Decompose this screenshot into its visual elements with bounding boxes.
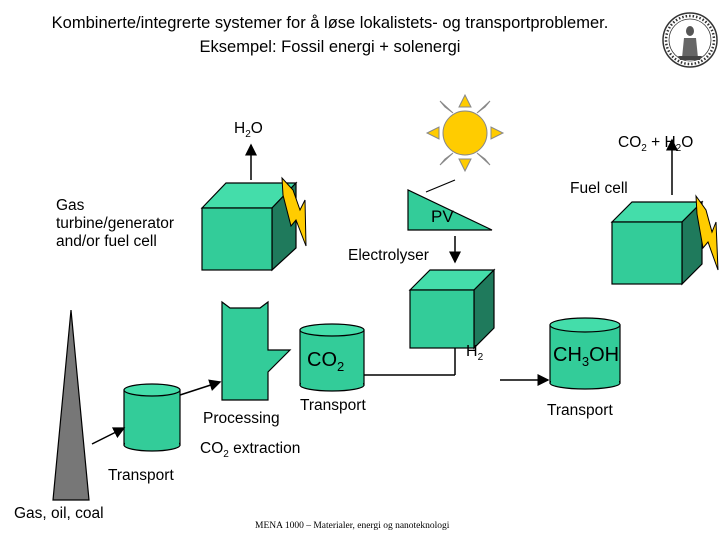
- h2o-label: H2O: [234, 120, 263, 141]
- processing-label: Processing: [203, 410, 280, 427]
- co2-h2o-label: CO2 + H2O: [618, 134, 694, 155]
- gas-storage-tank: [123, 383, 181, 452]
- fuel-cell-cube: [610, 200, 704, 286]
- co2-tank: [299, 323, 365, 392]
- university-seal-icon: [662, 12, 718, 68]
- transport-right-label: Transport: [547, 402, 613, 419]
- processing-unit: [221, 300, 292, 401]
- lightning-icon-left: [281, 176, 307, 247]
- tank-to-processing-arrow: [179, 379, 222, 396]
- pv-panel: [407, 189, 493, 231]
- fossil-reserve-cone: [52, 309, 90, 501]
- pv-label: PV: [431, 207, 454, 226]
- gas-turbine-cube: [200, 181, 298, 272]
- gas-oil-coal-label: Gas, oil, coal: [14, 505, 104, 522]
- fuel-cell-label: Fuel cell: [570, 180, 628, 197]
- methanol-tank: [549, 317, 621, 390]
- sun-icon: [425, 93, 505, 173]
- footer-text: MENA 1000 – Materialer, energi og nanote…: [255, 521, 450, 531]
- electrolyser-label: Electrolyser: [348, 247, 429, 264]
- co2-tank-label: CO2: [307, 349, 345, 374]
- lightning-icon-right: [695, 194, 719, 271]
- slide-title-line1: Kombinerte/integrerte systemer for å løs…: [51, 14, 609, 32]
- h2-label: H2: [466, 343, 484, 364]
- sunlight-line: [425, 179, 456, 193]
- ch3oh-label: CH3OH: [553, 344, 620, 369]
- slide-title-line2: Eksempel: Fossil energi + solenergi: [199, 38, 461, 56]
- co2-extraction-label: CO2 extraction: [200, 440, 301, 461]
- transport-mid-label: Transport: [300, 397, 366, 414]
- electrolyser-cube: [408, 268, 496, 350]
- transport-left-label: Transport: [108, 467, 174, 484]
- gas-turbine-label: Gas turbine/generator and/or fuel cell: [56, 197, 175, 250]
- cone-to-tank-arrow: [91, 427, 126, 445]
